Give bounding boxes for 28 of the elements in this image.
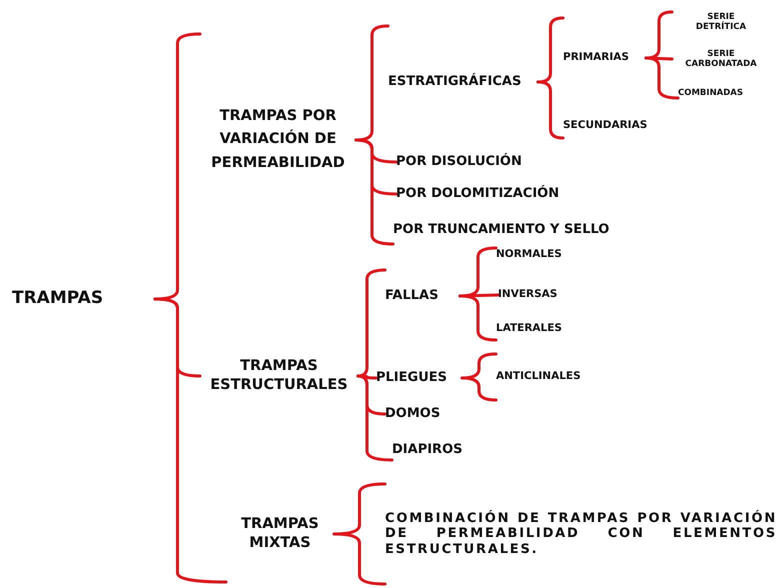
category-label: SERIE CARBONATADA <box>684 48 758 70</box>
category-label: COMBINADAS <box>678 88 744 98</box>
category-label: DOMOS <box>385 406 440 422</box>
category-label: SERIE DETRÍTICA <box>694 12 748 32</box>
brace-connector <box>332 482 386 586</box>
category-label: SECUNDARIAS <box>563 119 648 133</box>
category-label: PRIMARIAS <box>563 51 629 65</box>
category-label: POR DISOLUCIÓN <box>396 154 522 170</box>
category-label: TRAMPAS ESTRUCTURALES <box>209 357 349 395</box>
category-label: ESTRATIGRÁFICAS <box>388 74 522 90</box>
category-label: DIAPIROS <box>392 442 462 458</box>
category-label: ANTICLINALES <box>496 370 581 384</box>
category-label: FALLAS <box>385 288 438 304</box>
category-label: POR TRUNCAMIENTO Y SELLO <box>393 222 610 238</box>
category-label: TRAMPAS POR VARIACIÓN DE PERMEABILIDAD <box>210 107 346 173</box>
category-label: POR DOLOMITIZACIÓN <box>396 186 560 202</box>
brace-connector <box>356 374 394 462</box>
category-label: LATERALES <box>496 322 562 336</box>
brace-connector <box>458 294 498 342</box>
category-label: NORMALES <box>496 248 562 262</box>
category-label: TRAMPAS MIXTAS <box>240 515 320 553</box>
brace-connector <box>460 352 498 402</box>
category-label: TRAMPAS <box>12 288 104 310</box>
brace-connector <box>354 138 394 246</box>
category-label: PLIEGUES <box>376 370 447 386</box>
brace-connector <box>154 298 228 584</box>
category-label: INVERSAS <box>498 288 558 302</box>
category-label: COMBINACIÓN DE TRAMPAS POR VARIACIÓN DE PERMEABILIDAD CON ELEMENTOS ESTRUCTURALES. <box>385 510 777 558</box>
